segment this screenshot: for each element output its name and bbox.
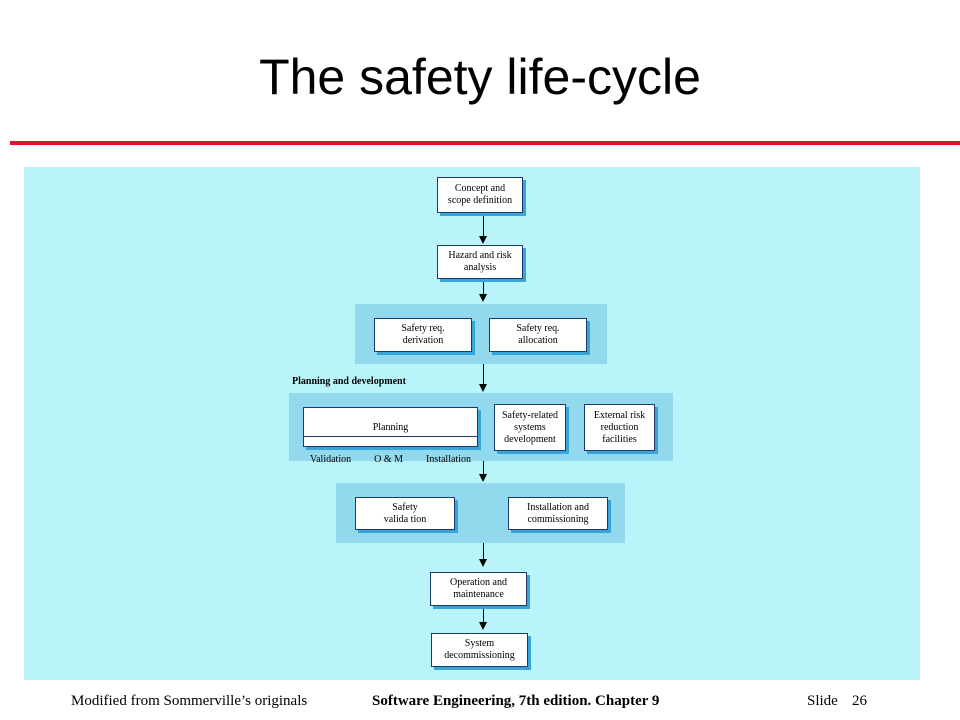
title-divider — [10, 141, 960, 145]
connector-requirements-planning — [483, 364, 484, 385]
hazard-risk-box: Hazard and risk analysis — [437, 245, 523, 279]
planning-box: Planning Validation O & M Installation — [303, 407, 478, 465]
planning-header: Planning — [304, 420, 477, 437]
planning-development-label: Planning and development — [292, 376, 406, 387]
arrow-to-hazard — [479, 236, 487, 244]
installation-commissioning-box: Installation and commissioning — [508, 497, 608, 530]
external-risk-reduction-box: External risk reduction facilities — [584, 404, 655, 451]
arrow-to-requirements — [479, 294, 487, 302]
footer-slide-label: Slide — [807, 693, 838, 709]
connector-concept-hazard — [483, 215, 484, 237]
arrow-to-operation — [479, 559, 487, 567]
planning-subitems: Validation O & M Installation — [304, 449, 477, 471]
connector-hazard-requirements — [483, 281, 484, 295]
connector-validation-operation — [483, 543, 484, 560]
footer-book-title: Software Engineering, 7th edition. Chapt… — [372, 693, 660, 709]
system-decommissioning-box: System decommissioning — [431, 633, 528, 667]
safety-req-allocation-box: Safety req. allocation — [489, 318, 587, 352]
arrow-to-validation — [479, 474, 487, 482]
planning-installation-label: Installation — [425, 454, 471, 465]
safety-related-systems-box: Safety-related systems development — [494, 404, 566, 451]
planning-validation-label: Validation — [310, 454, 352, 465]
connector-planning-validation — [483, 461, 484, 475]
operation-maintenance-box: Operation and maintenance — [430, 572, 527, 606]
arrow-to-decommission — [479, 622, 487, 630]
concept-scope-box: Concept and scope definition — [437, 177, 523, 213]
footer-slide-number: 26 — [852, 693, 867, 709]
slide-title: The safety life-cycle — [259, 49, 701, 105]
planning-om-label: O & M — [374, 454, 403, 465]
connector-operation-decommission — [483, 609, 484, 623]
safety-validation-box: Safety valida tion — [355, 497, 455, 530]
arrow-to-planning — [479, 384, 487, 392]
safety-req-derivation-box: Safety req. derivation — [374, 318, 472, 352]
footer-credit: Modified from Sommerville’s originals — [71, 693, 308, 709]
